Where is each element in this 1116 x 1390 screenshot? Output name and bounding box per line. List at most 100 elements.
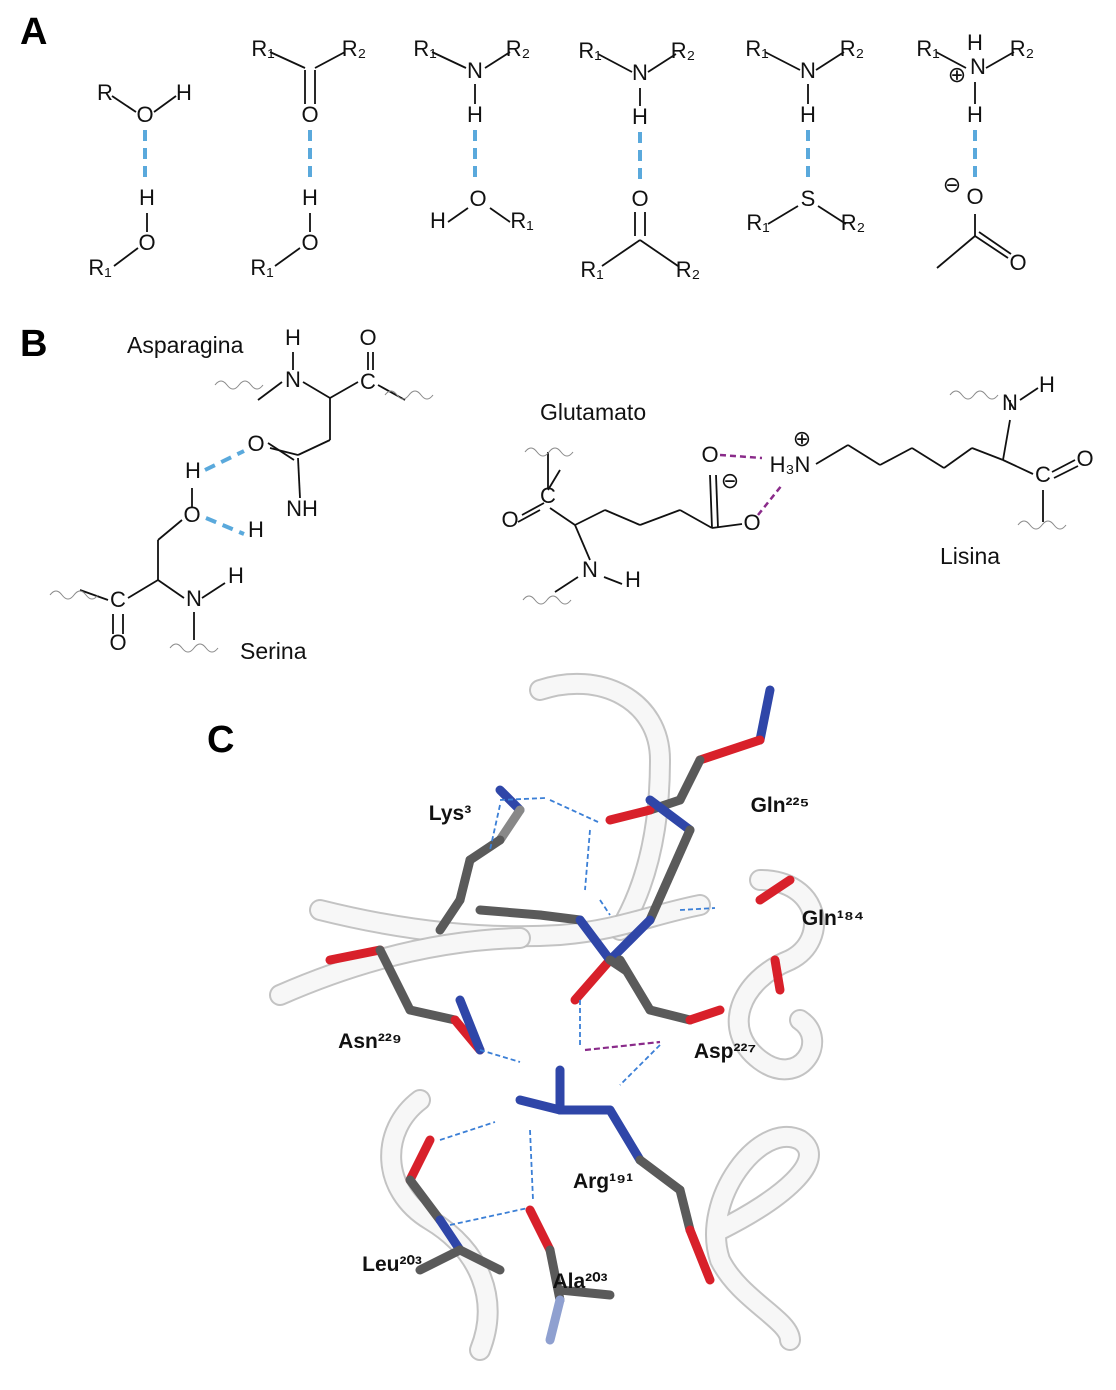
bond [603, 576, 623, 585]
atom-label: R₁ [746, 210, 769, 235]
bond [79, 589, 109, 601]
bond [297, 457, 301, 499]
atom-label: ⊕ [948, 62, 966, 87]
bond [679, 509, 713, 529]
residue-label: Leu²⁰³ [362, 1253, 422, 1276]
residue-stick [675, 1185, 695, 1235]
bond [574, 509, 606, 526]
label-glutamato: Glutamato [540, 399, 646, 425]
bond [484, 51, 511, 69]
atom-label: O [966, 184, 983, 209]
atom-label: H [632, 104, 648, 129]
atom-label: N [467, 58, 483, 83]
bond [257, 381, 283, 401]
residue-label: Gln²²⁵ [751, 794, 810, 817]
bond [297, 439, 331, 456]
atom-label: N [285, 367, 301, 392]
residue-stick [325, 945, 385, 965]
residue-stick [405, 1005, 460, 1025]
protein-ribbon-highlight [707, 1128, 818, 1349]
atom-label: ⊖ [721, 468, 739, 493]
panel-label-b: B [20, 323, 47, 365]
panel-b-residue-interactions: Asparagina Glutamato Lisina Serina HNOCO… [49, 325, 1094, 664]
hydrogen-bond-dash [619, 1044, 661, 1086]
residue-stick [605, 915, 655, 965]
backbone-break-squiggle [214, 380, 264, 390]
hydrogen-bond-dash [549, 799, 599, 823]
atom-label: H [625, 567, 641, 592]
residue-stick [605, 955, 630, 975]
atom-label: R₁ [510, 208, 533, 233]
atom-label: H [467, 102, 483, 127]
atom-label: R [97, 80, 113, 105]
residue-stick [545, 1295, 565, 1345]
bond [815, 51, 845, 71]
bond [269, 447, 299, 456]
atom-label: O [1009, 250, 1026, 275]
residue-stick [375, 945, 415, 1015]
atom-label: R₁ [251, 36, 274, 61]
hydrogen-bond-dash [679, 907, 716, 911]
residue-stick [635, 1155, 685, 1195]
backbone-break-squiggle [384, 390, 434, 400]
residue-stick [645, 825, 695, 925]
bond [711, 523, 743, 529]
atom-label: H [967, 30, 983, 55]
bond [974, 235, 1009, 259]
atom-label: H [430, 208, 446, 233]
atom-label: H [285, 325, 301, 350]
atom-label: H [248, 517, 264, 542]
bond [489, 207, 511, 223]
residue-label: Ala²⁰³ [552, 1270, 607, 1293]
bond [767, 205, 799, 225]
atom-label: NH [286, 496, 318, 521]
atom-label: O [1076, 446, 1093, 471]
bond [817, 205, 847, 225]
backbone-break-squiggle [522, 595, 572, 605]
backbone-break-squiggle [169, 643, 219, 653]
bond [111, 95, 137, 113]
residue-stick [415, 1245, 465, 1275]
bond [549, 507, 576, 526]
atom-label: O [136, 102, 153, 127]
atom-label: H [1039, 372, 1055, 397]
bond [153, 95, 177, 113]
atom-label: O [701, 442, 718, 467]
residue-stick [475, 905, 545, 920]
residue-stick [455, 855, 475, 905]
atom-label: N [186, 586, 202, 611]
atom-label: R₂ [671, 38, 695, 63]
bond [715, 474, 719, 529]
atom-label: H [800, 102, 816, 127]
bond [978, 231, 1012, 255]
residue-label: Asp²²⁷ [694, 1040, 756, 1063]
label-asparagina: Asparagina [127, 332, 244, 358]
atom-label: R₁ [916, 36, 939, 61]
bond [267, 442, 295, 461]
bond [985, 51, 1015, 69]
atom-label: O [183, 502, 200, 527]
atom-label: C [360, 369, 376, 394]
residue-stick [645, 1005, 695, 1025]
residue-stick [695, 735, 765, 765]
bond [815, 444, 849, 465]
bond [269, 51, 306, 69]
bond [517, 509, 541, 523]
atom-label: O [301, 230, 318, 255]
hydrogen-bond-dash [205, 516, 245, 536]
residue-stick [405, 1135, 435, 1185]
atom-label: R₂ [1010, 36, 1034, 61]
hydrogen-bond-dash [599, 899, 611, 916]
hydrogen-bond-dash [584, 829, 591, 891]
atom-label: N [970, 54, 986, 79]
residue-stick [435, 1215, 465, 1255]
bond [604, 509, 641, 526]
atom-label: N [632, 60, 648, 85]
protein-ribbon-highlight [729, 871, 823, 1079]
residue-stick [535, 910, 585, 925]
residue-stick [570, 955, 615, 1005]
atom-label: H [176, 80, 192, 105]
bond [157, 519, 183, 541]
atom-label: H [967, 102, 983, 127]
bond [201, 582, 226, 599]
